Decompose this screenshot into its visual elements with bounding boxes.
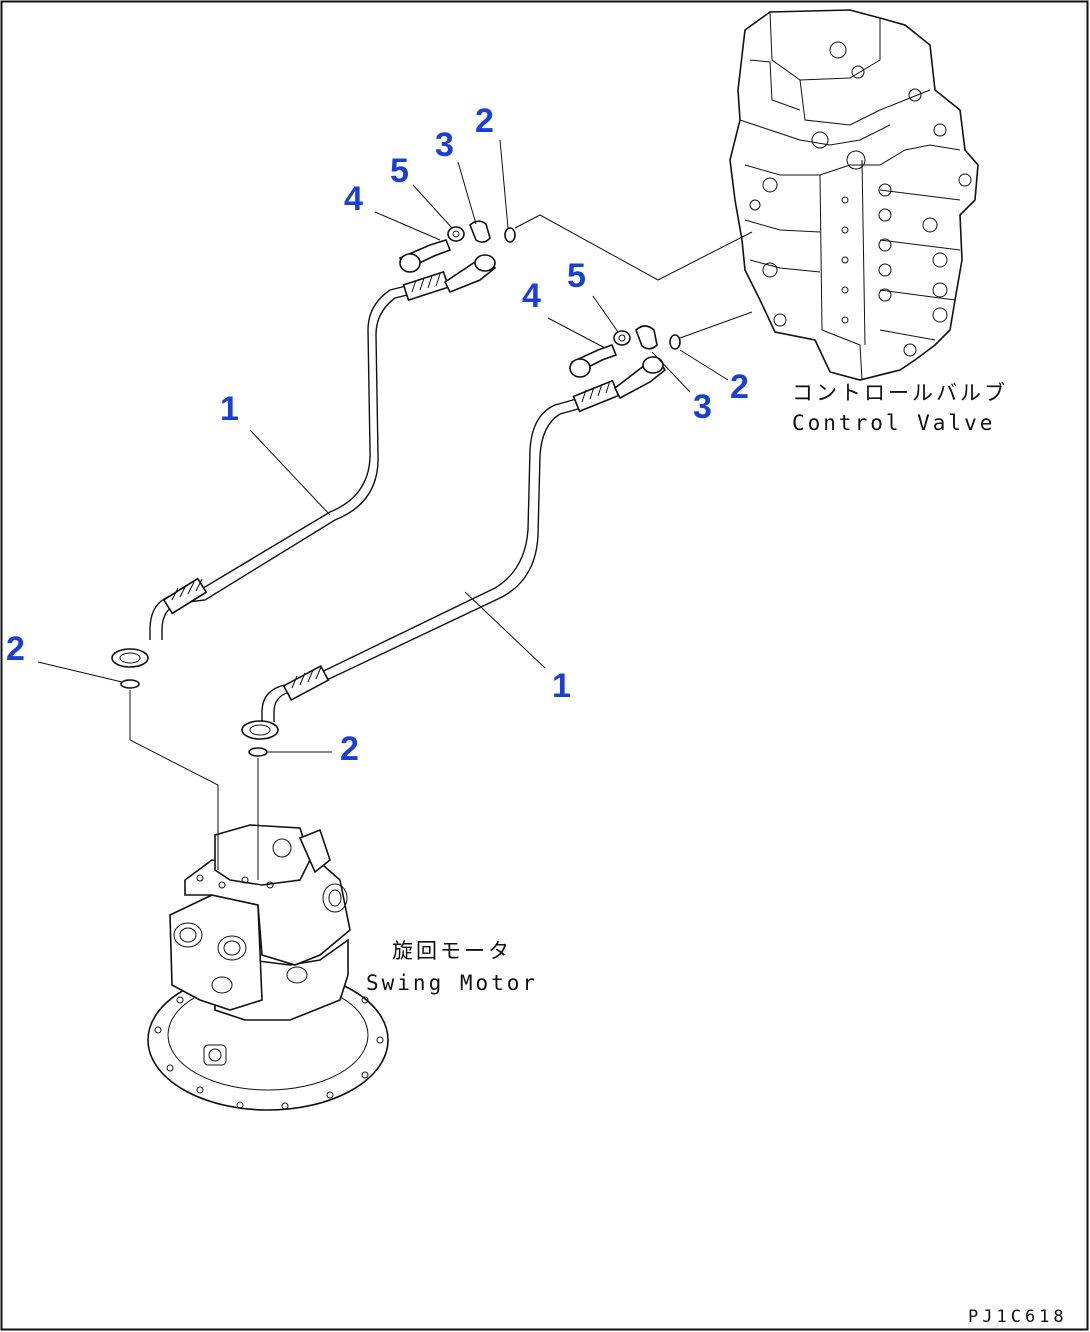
hose-lower[interactable] (241, 356, 667, 740)
bolt-lower[interactable] (569, 343, 618, 378)
label-swing-motor-en: Swing Motor (366, 971, 538, 995)
callout-o-ring-left[interactable]: 2 (6, 630, 25, 668)
o-ring-motor-left[interactable] (120, 679, 140, 689)
callout-o-ring-bottom[interactable]: 2 (340, 730, 359, 768)
callout-washer-top[interactable]: 5 (390, 152, 409, 190)
leader-lines (249, 139, 729, 669)
washer-lower[interactable] (613, 330, 631, 346)
callout-o-ring-top[interactable]: 2 (475, 102, 494, 140)
o-ring-lower[interactable] (669, 334, 681, 350)
assembly-lines (37, 214, 753, 880)
washer-upper[interactable] (447, 226, 465, 242)
callout-hose-lower[interactable]: 1 (552, 667, 571, 705)
hose-upper[interactable] (111, 254, 497, 668)
o-ring-upper[interactable] (504, 227, 516, 243)
label-swing-motor-jp: 旋回モータ (392, 939, 512, 963)
label-control-valve-en: Control Valve (792, 411, 995, 435)
label-control-valve-jp: コントロールバルブ (792, 381, 1008, 405)
split-flange-upper[interactable] (469, 220, 491, 243)
o-ring-motor-right[interactable] (248, 747, 268, 757)
bolt-upper[interactable] (398, 239, 452, 273)
callout-bolt-top[interactable]: 4 (344, 180, 363, 218)
callout-o-ring-right[interactable]: 2 (730, 368, 749, 406)
control-valve[interactable] (729, 9, 979, 381)
callout-hose-upper[interactable]: 1 (220, 390, 239, 428)
callout-bolt-right[interactable]: 4 (522, 277, 541, 315)
callout-flange-top[interactable]: 3 (435, 126, 454, 164)
swing-motor[interactable] (147, 824, 389, 1111)
callout-flange-right[interactable]: 3 (693, 388, 712, 426)
callout-washer-right[interactable]: 5 (567, 257, 586, 295)
split-flange-lower[interactable] (635, 325, 658, 350)
drawing-code: PJ1C618 (968, 1307, 1068, 1327)
